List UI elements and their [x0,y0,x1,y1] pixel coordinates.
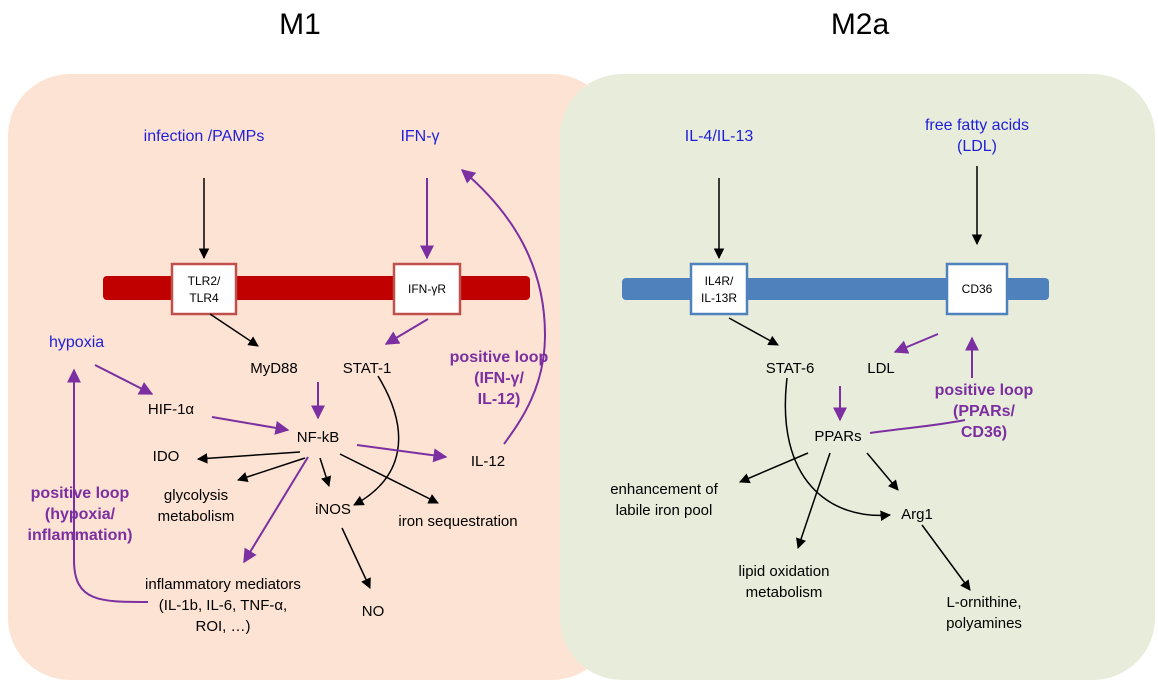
hypoxia-loop-line2: (hypoxia/ [45,506,116,523]
ifngr-to-stat1-arrow [384,318,429,345]
hypoxia-label: hypoxia [49,334,104,351]
ifngr-receptor-box [392,262,462,316]
ifng-positive-loop-arrow [460,169,547,445]
ppars-loop-line2: (PPARs/ [953,403,1015,420]
hypoxia-positive-loop-arrow [67,368,149,603]
nfkb-to-glycolysis-arrow [237,457,306,483]
tlr-label-line2: TLR4 [189,291,219,305]
nfkb-node: NF-kB [297,429,340,446]
il4-il13-label: IL-4/IL-13 [685,128,754,145]
il4r-label-line2: IL-13R [701,291,737,305]
inos-to-no-arrow [341,527,371,589]
m1-purple-arrows [67,169,547,603]
inflammatory-line2: (IL-1b, IL-6, TNF-α, [159,597,287,614]
tlr-label-line1: TLR2/ [188,274,221,288]
ppars-to-lipid-arrow [796,452,831,549]
tlr-to-myd88-arrow [209,313,259,347]
glycolysis-line1: glycolysis [164,487,228,504]
stat6-to-arg1-arrow [784,377,892,522]
m1-black-arrows [196,178,439,589]
hif1a-node: HIF-1α [148,401,195,418]
infection-pamps-label: infection /PAMPs [144,128,265,145]
nfkb-to-inflammatory-arrow [243,456,309,564]
no-node: NO [362,603,385,620]
il4r-label-line1: IL4R/ [705,274,734,288]
iron-pool-line1: enhancement of [610,481,718,498]
ornithine-line1: L-ornithine, [946,594,1021,611]
inflammatory-line3: ROI, …) [196,618,251,635]
cd36-label: CD36 [962,282,993,296]
inos-node: iNOS [315,501,351,518]
cd36-to-ldl-arrow [893,333,939,354]
m2a-purple-arrows [833,333,979,434]
ifng-label: IFN-γ [400,128,439,145]
ppars-node: PPARs [814,428,861,445]
ifng-loop-line1: positive loop [450,349,549,366]
hypoxia-loop-line3: inflammation) [28,527,133,544]
ldl-node: LDL [867,360,895,377]
tlr-receptor-box [170,262,238,316]
il4r-receptor-box [689,262,749,316]
nfkb-to-il12-arrow [356,444,448,463]
iron-sequestration-node: iron sequestration [398,513,517,530]
ornithine-line2: polyamines [946,615,1022,632]
hif1a-to-nfkb-arrow [211,416,290,435]
ffa-label-line1: free fatty acids [925,117,1029,134]
m1-membrane [103,276,530,300]
ppars-to-arg1-arrow [866,452,899,491]
m2a-black-arrows [713,166,983,591]
il4r-to-stat6-arrow [728,317,779,346]
nfkb-to-ido-arrow [196,451,301,464]
m1-title: M1 [279,8,321,41]
hypoxia-to-hif1a-arrow [94,364,154,395]
m1-panel [8,74,614,680]
nfkb-to-inos-arrow [319,457,332,487]
cd36-receptor-box [945,262,1009,316]
arg1-node: Arg1 [901,506,933,523]
ifng-loop-line2: (IFN-γ/ [474,370,524,387]
lipid-line1: lipid oxidation [739,563,830,580]
il12-node: IL-12 [471,453,505,470]
nfkb-to-iron-arrow [339,453,439,504]
stat1-node: STAT-1 [343,360,392,377]
ppars-loop-line [869,419,966,434]
stat6-node: STAT-6 [766,360,815,377]
ido-node: IDO [153,448,180,465]
glycolysis-line2: metabolism [158,508,235,525]
inflammatory-line1: inflammatory mediators [145,576,301,593]
myd88-node: MyD88 [250,360,298,377]
ppars-loop-line3: CD36) [961,424,1007,441]
ffa-label-line2: (LDL) [957,138,997,155]
ppars-loop-line1: positive loop [935,382,1034,399]
m2a-panel [560,74,1155,680]
lipid-line2: metabolism [746,584,823,601]
ifngr-label: IFN-γR [408,282,446,296]
hypoxia-loop-line1: positive loop [31,485,130,502]
ifng-loop-line3: IL-12) [478,391,521,408]
arg1-to-ornithine-arrow [921,524,971,591]
iron-pool-line2: labile iron pool [616,502,713,519]
m2a-title: M2a [831,8,890,41]
ppars-to-iron-pool-arrow [739,452,809,484]
